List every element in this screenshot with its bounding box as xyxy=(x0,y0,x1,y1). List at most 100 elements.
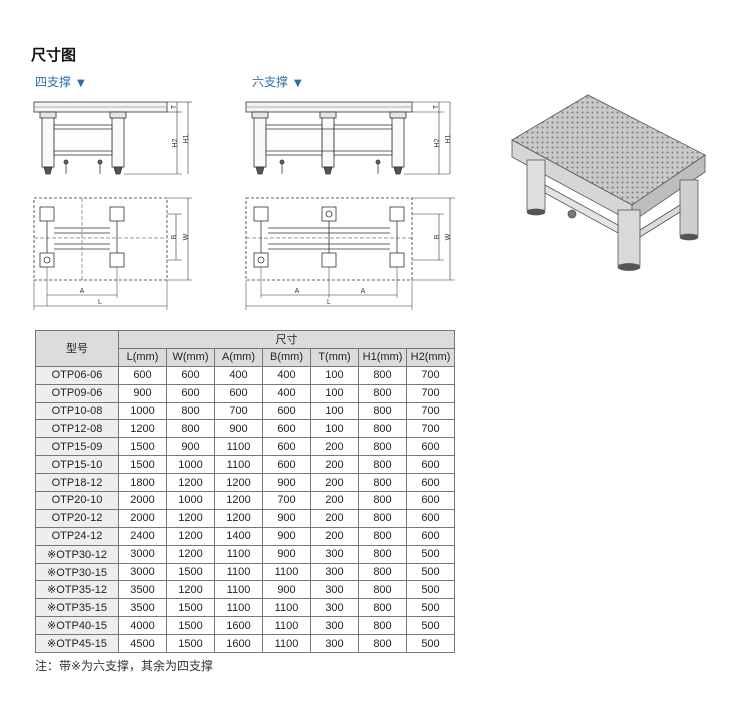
value-cell: 1000 xyxy=(166,455,215,475)
value-cell: 600 xyxy=(166,365,215,385)
value-cell: 1100 xyxy=(214,544,263,564)
size-header: 尺寸 xyxy=(118,330,455,349)
dim-A-top-6-left: A xyxy=(295,288,300,295)
value-cell: 1200 xyxy=(214,508,263,528)
value-cell: 1500 xyxy=(166,616,215,636)
six-support-side-view xyxy=(245,101,451,175)
four-support-text: 四支撑 xyxy=(35,75,72,89)
value-cell: 600 xyxy=(406,437,455,457)
value-cell: 200 xyxy=(310,491,359,510)
value-cell: 200 xyxy=(310,508,359,528)
value-cell: 1000 xyxy=(118,401,167,421)
dimension-drawings: T H2 H1 T H2 H1 xyxy=(33,94,706,310)
value-cell: 800 xyxy=(358,419,407,439)
value-cell: 600 xyxy=(406,455,455,475)
value-cell: 1200 xyxy=(166,508,215,528)
col-header-A: A(mm) xyxy=(214,347,263,367)
value-cell: 900 xyxy=(262,473,311,493)
value-cell: 3000 xyxy=(118,562,167,582)
value-cell: 200 xyxy=(310,437,359,457)
value-cell: 700 xyxy=(406,365,455,385)
value-cell: 500 xyxy=(406,598,455,618)
value-cell: 1800 xyxy=(118,473,167,493)
value-cell: 1100 xyxy=(262,634,311,654)
value-cell: 1100 xyxy=(214,598,263,618)
value-cell: 800 xyxy=(166,419,215,439)
value-cell: 700 xyxy=(406,419,455,439)
col-header-T: T(mm) xyxy=(310,347,359,367)
value-cell: 1200 xyxy=(166,526,215,546)
value-cell: 600 xyxy=(262,401,311,421)
value-cell: 800 xyxy=(358,634,407,654)
value-cell: 1500 xyxy=(166,634,215,654)
model-cell: OTP20-10 xyxy=(35,491,119,510)
four-support-top-view xyxy=(33,197,192,310)
value-cell: 700 xyxy=(262,491,311,510)
value-cell: 500 xyxy=(406,634,455,654)
value-cell: 900 xyxy=(214,419,263,439)
value-cell: 1200 xyxy=(166,580,215,600)
dim-T-side-6: T xyxy=(433,104,440,109)
value-cell: 800 xyxy=(358,401,407,421)
value-cell: 800 xyxy=(358,526,407,546)
six-support-label: 六支撑▼ xyxy=(252,73,302,90)
value-cell: 500 xyxy=(406,544,455,564)
value-cell: 800 xyxy=(358,562,407,582)
value-cell: 800 xyxy=(358,437,407,457)
model-cell: ※OTP35-15 xyxy=(35,598,119,618)
model-cell: ※OTP45-15 xyxy=(35,634,119,654)
value-cell: 200 xyxy=(310,473,359,493)
value-cell: 1100 xyxy=(262,598,311,618)
value-cell: 600 xyxy=(262,455,311,475)
value-cell: 100 xyxy=(310,365,359,385)
value-cell: 1600 xyxy=(214,616,263,636)
dim-H1-side-6: H1 xyxy=(445,134,452,143)
value-cell: 700 xyxy=(406,401,455,421)
value-cell: 1400 xyxy=(214,526,263,546)
value-cell: 1500 xyxy=(166,598,215,618)
model-cell: OTP10-08 xyxy=(35,401,119,421)
value-cell: 800 xyxy=(358,508,407,528)
value-cell: 100 xyxy=(310,419,359,439)
value-cell: 900 xyxy=(166,437,215,457)
col-header-H1: H1(mm) xyxy=(358,347,407,367)
model-cell: OTP06-06 xyxy=(35,365,119,385)
value-cell: 1600 xyxy=(214,634,263,654)
value-cell: 900 xyxy=(118,383,167,403)
value-cell: 800 xyxy=(358,473,407,493)
dim-H2-side-4: H2 xyxy=(172,138,179,147)
value-cell: 1200 xyxy=(118,419,167,439)
col-header-L: L(mm) xyxy=(118,347,167,367)
model-cell: OTP15-09 xyxy=(35,437,119,457)
col-header-B: B(mm) xyxy=(262,347,311,367)
value-cell: 800 xyxy=(358,365,407,385)
model-cell: ※OTP35-12 xyxy=(35,580,119,600)
dim-B-top-4: B xyxy=(171,234,178,239)
page-title: 尺寸图 xyxy=(31,46,77,64)
value-cell: 300 xyxy=(310,562,359,582)
model-cell: ※OTP30-12 xyxy=(35,544,119,564)
model-cell: ※OTP30-15 xyxy=(35,562,119,582)
dim-W-top-4: W xyxy=(183,233,190,240)
six-support-top-view xyxy=(245,197,455,310)
value-cell: 200 xyxy=(310,526,359,546)
value-cell: 3000 xyxy=(118,544,167,564)
value-cell: 800 xyxy=(358,598,407,618)
value-cell: 1100 xyxy=(214,437,263,457)
value-cell: 300 xyxy=(310,544,359,564)
four-support-side-view xyxy=(33,101,192,175)
model-cell: OTP12-08 xyxy=(35,419,119,439)
